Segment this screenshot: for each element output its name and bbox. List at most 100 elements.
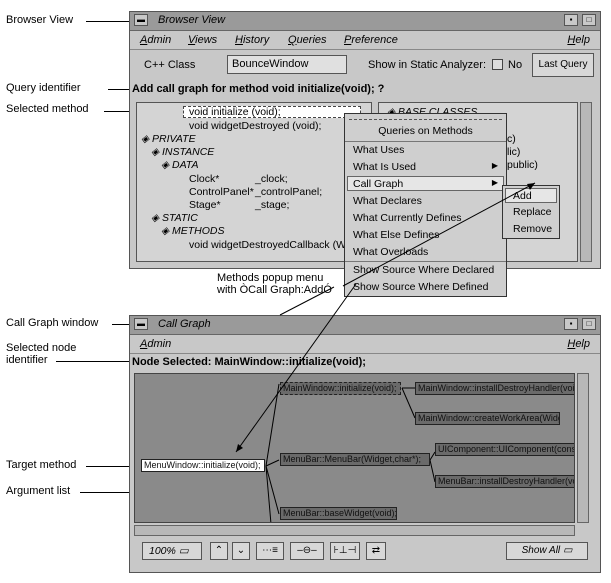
menu-admin[interactable]: Admin: [140, 338, 172, 350]
node-uicomponent-constructor[interactable]: UIComponent::UIComponent(const: [435, 443, 574, 456]
last-query-button[interactable]: Last Query: [532, 53, 594, 77]
butterfly-button[interactable]: ⊦⊥⊣: [330, 542, 360, 560]
rotate-button[interactable]: ⇄: [366, 542, 386, 560]
disclosure-triangle-icon[interactable]: ◈: [151, 212, 160, 224]
tree-private-label: PRIVATE: [152, 133, 196, 145]
tear-off-line[interactable]: [349, 119, 502, 120]
minimize-icon[interactable]: ▪: [564, 14, 578, 26]
callout-browser-view: Browser View: [6, 14, 74, 26]
overview-button[interactable]: ⋯≡: [256, 542, 284, 560]
maximize-icon[interactable]: □: [582, 318, 596, 330]
callout-call-graph-window: Call Graph window: [6, 317, 99, 329]
static-analyzer-label: Show in Static Analyzer:: [368, 59, 487, 71]
popup-show-source-defined[interactable]: Show Source Where Defined: [353, 281, 489, 293]
menu-help[interactable]: Help: [567, 338, 590, 350]
base-class-line-2[interactable]: lic): [507, 146, 521, 158]
submenu-replace[interactable]: Replace: [513, 206, 552, 218]
disclosure-triangle-icon[interactable]: ◈: [161, 159, 170, 171]
node-menubar-base-widget[interactable]: MenuBar::baseWidget(void);: [280, 507, 397, 520]
popup-what-declares[interactable]: What Declares: [353, 195, 422, 207]
show-all-menu[interactable]: Show All ▭: [506, 542, 588, 560]
class-label: C++ Class: [144, 59, 196, 71]
menu-admin[interactable]: Admin: [140, 34, 172, 46]
tree-method-widget-destroyed[interactable]: void widgetDestroyed (void);: [189, 120, 322, 132]
callgraph-titlebar[interactable]: ▬ Call Graph ▪ □: [130, 316, 600, 335]
popup-what-is-used[interactable]: What Is Used: [353, 161, 417, 173]
multi-arc-button[interactable]: –⊖–: [290, 542, 324, 560]
menu-history[interactable]: History: [235, 34, 270, 46]
browser-menubar: Admin Views History Queries Preference H…: [130, 31, 600, 50]
call-graph-canvas[interactable]: MenuWindow::initialize(void); MainWindow…: [134, 373, 575, 523]
menu-preference[interactable]: Preference: [344, 34, 398, 46]
base-class-line-1[interactable]: c): [507, 133, 516, 145]
tree-method-initialize[interactable]: void initialize (void);: [189, 106, 281, 118]
window-menu-icon[interactable]: ▬: [134, 318, 148, 330]
base-class-line-3[interactable]: public): [507, 159, 538, 171]
tree-data[interactable]: ◈ DATA: [161, 159, 198, 171]
callout-target-method: Target method: [6, 459, 77, 471]
maximize-icon[interactable]: □: [582, 14, 596, 26]
node-target-method[interactable]: MenuWindow::initialize(void);: [141, 459, 265, 472]
callgraph-menubar: Admin Help: [130, 335, 600, 354]
tree-static[interactable]: ◈ STATIC: [151, 212, 198, 224]
submenu-remove[interactable]: Remove: [513, 223, 553, 235]
tree-methods[interactable]: ◈ METHODS: [161, 225, 225, 237]
node-mainwindow-install-destroy-handler[interactable]: MainWindow::installDestroyHandler(void: [415, 382, 574, 395]
chevron-up-icon: ⌃: [214, 545, 224, 556]
submenu-arrow-icon: ▶: [491, 178, 498, 187]
tree-instance[interactable]: ◈ INSTANCE: [151, 146, 214, 158]
popup-call-graph[interactable]: Call Graph: [353, 178, 404, 190]
menu-views[interactable]: Views: [188, 34, 218, 46]
tree-clock-type[interactable]: Clock*: [189, 173, 220, 185]
rotate-icon: ⇄: [371, 545, 381, 556]
submenu-add[interactable]: Add: [513, 190, 532, 202]
callout-selected-node-1: Selected node: [6, 342, 77, 354]
tree-private[interactable]: ◈ PRIVATE: [141, 133, 196, 145]
tree-widget-destroyed-callback[interactable]: void widgetDestroyedCallback (Widg: [189, 239, 360, 251]
class-field[interactable]: BounceWindow: [227, 55, 347, 74]
submenu-arrow-icon: ▶: [491, 161, 498, 170]
tree-stage-type[interactable]: Stage*: [189, 199, 221, 211]
node-menubar-install-destroy-handler[interactable]: MenuBar::installDestroyHandler(vo: [435, 475, 574, 488]
node-menubar-constructor[interactable]: MenuBar::MenuBar(Widget,char*);: [280, 453, 430, 466]
browser-title: Browser View: [158, 14, 226, 26]
zoom-out-button[interactable]: ⌃: [210, 542, 228, 560]
menu-help[interactable]: Help: [567, 34, 590, 46]
callout-methods-popup-2: with ÒCall Graph:AddÓ: [217, 284, 332, 296]
zoom-in-button[interactable]: ⌄: [232, 542, 250, 560]
disclosure-triangle-icon[interactable]: ◈: [151, 146, 160, 158]
callout-methods-popup-1: Methods popup menu: [217, 272, 324, 284]
callout-query-identifier: Query identifier: [6, 82, 81, 94]
minimize-icon[interactable]: ▪: [564, 318, 578, 330]
browser-vertical-scrollbar[interactable]: [580, 102, 592, 262]
disclosure-triangle-icon[interactable]: ◈: [387, 106, 396, 118]
popup-what-currently-defines[interactable]: What Currently Defines: [353, 212, 462, 224]
popup-what-overloads[interactable]: What Overloads: [353, 246, 429, 258]
browser-view-window: ▬ Browser View ▪ □ Admin Views History Q…: [129, 11, 601, 269]
node-mainwindow-initialize[interactable]: MainWindow::initialize(void);: [280, 382, 401, 395]
disclosure-triangle-icon[interactable]: ◈: [161, 225, 170, 237]
window-menu-icon[interactable]: ▬: [134, 14, 148, 26]
tree-controlpanel-name[interactable]: _controlPanel;: [255, 186, 323, 198]
node-mainwindow-create-work-area[interactable]: MainWindow::createWorkArea(Widget);: [415, 412, 560, 425]
tree-stage-name[interactable]: _stage;: [255, 199, 290, 211]
call-graph-submenu: Add Replace Remove: [502, 185, 560, 239]
tree-instance-label: INSTANCE: [162, 146, 215, 158]
popup-header: Queries on Methods: [378, 125, 473, 137]
popup-what-uses[interactable]: What Uses: [353, 144, 405, 156]
tree-clock-name[interactable]: _clock;: [255, 173, 288, 185]
chevron-down-icon: ⌄: [236, 545, 246, 556]
popup-what-else-defines[interactable]: What Else Defines: [353, 229, 440, 241]
tree-data-label: DATA: [172, 159, 199, 171]
tree-controlpanel-type[interactable]: ControlPanel*: [189, 186, 254, 198]
disclosure-triangle-icon[interactable]: ◈: [141, 133, 150, 145]
selected-method-highlight: [183, 106, 361, 118]
class-tree-pane[interactable]: void initialize (void); void widgetDestr…: [136, 102, 372, 262]
menu-queries[interactable]: Queries: [288, 34, 327, 46]
graph-vertical-scrollbar[interactable]: [577, 373, 589, 523]
zoom-menu[interactable]: 100% ▭: [142, 542, 202, 560]
static-analyzer-checkbox[interactable]: [492, 59, 503, 70]
browser-titlebar[interactable]: ▬ Browser View ▪ □: [130, 12, 600, 31]
popup-show-source-declared[interactable]: Show Source Where Declared: [353, 264, 495, 276]
graph-horizontal-scrollbar[interactable]: [134, 525, 575, 536]
